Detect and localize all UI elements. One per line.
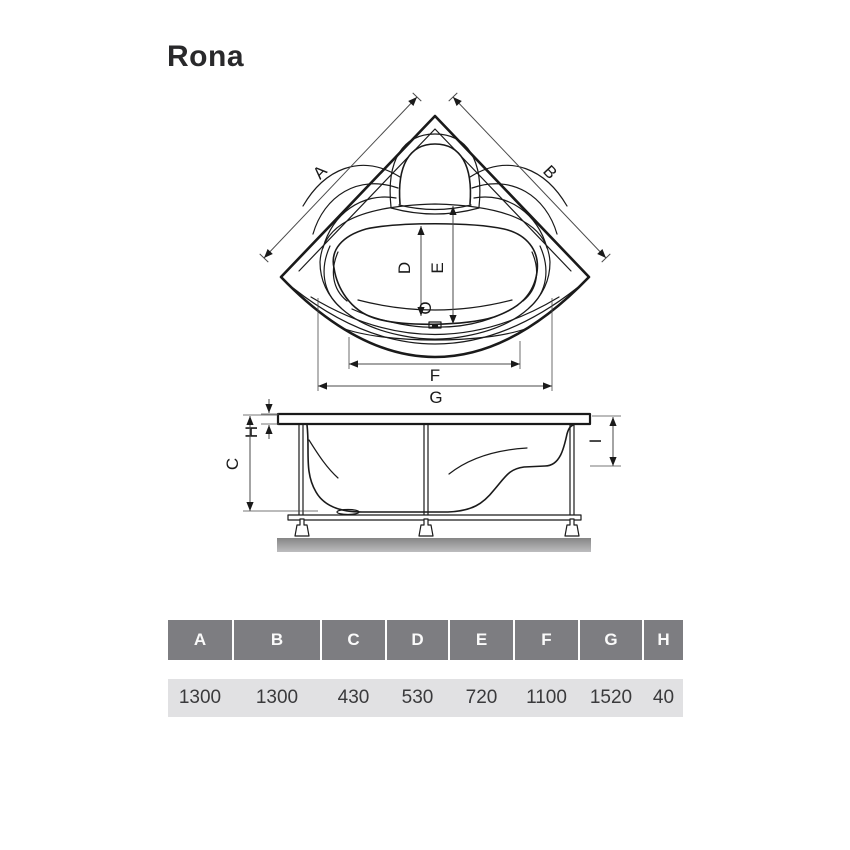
foot — [294, 518, 310, 537]
bathtub-side-view — [276, 412, 592, 552]
dim-label-d: D — [395, 262, 414, 274]
table-value-cell: 1100 — [526, 687, 567, 708]
dim-label-b: B — [539, 162, 561, 183]
tub-outline — [279, 114, 591, 359]
table-header-cell: G — [580, 620, 642, 660]
dim-label-i: I — [586, 439, 605, 444]
dim-B: B — [448, 92, 611, 263]
dim-label-e: E — [428, 262, 447, 273]
dim-E: E — [428, 206, 457, 324]
table-header-cell: H — [644, 620, 683, 660]
foot — [564, 518, 580, 537]
dim-label-f: F — [430, 366, 440, 385]
table-value-cell: 430 — [337, 687, 370, 708]
dim-A: A — [259, 92, 422, 263]
headrest — [389, 133, 481, 215]
dim-C: C — [223, 414, 318, 512]
foot — [418, 518, 434, 537]
table-value-cell: 40 — [652, 687, 675, 708]
dim-D: D — [395, 226, 425, 316]
table-header-cell: C — [322, 620, 385, 660]
dim-H: H — [242, 399, 279, 439]
drain-icon — [432, 324, 438, 328]
dim-I: I — [586, 415, 621, 467]
table-value-row: 1300 1300 430 530 720 1100 1520 40 — [168, 679, 683, 717]
dim-label-o: O — [416, 301, 435, 314]
table-value-cell: 1300 — [255, 687, 299, 708]
wall-contours — [302, 164, 568, 309]
table-value-cell: 720 — [465, 687, 498, 708]
table-header-cell: F — [515, 620, 578, 660]
table-header-row: A B C D E F G H — [168, 620, 683, 660]
bathtub-top-view — [279, 114, 591, 359]
dim-G: G — [317, 298, 553, 407]
rim — [276, 412, 592, 426]
support-frame — [287, 423, 582, 537]
table-header-cell: E — [450, 620, 513, 660]
table-header-cell: D — [387, 620, 448, 660]
dim-F: F — [348, 337, 521, 385]
table-value-cell: 1520 — [589, 687, 633, 708]
dim-label-a: A — [309, 161, 331, 183]
table-value-cell: 1300 — [178, 687, 222, 708]
dimensions-table: A B C D E F G H 1300 1300 430 530 720 11… — [168, 620, 683, 717]
table-value-cell: 530 — [401, 687, 434, 708]
basin-bottom — [341, 299, 529, 341]
drain-icon — [336, 508, 360, 516]
dim-label-h: H — [242, 426, 261, 438]
table-header-cell: B — [234, 620, 320, 660]
tub-profile — [306, 424, 574, 516]
top-view-dimensions: A B D E O F — [259, 92, 611, 407]
ground — [277, 538, 591, 552]
side-view-dimensions: H C I — [223, 399, 621, 512]
dim-label-c: C — [223, 458, 242, 470]
table-header-cell: A — [168, 620, 232, 660]
product-name: Rona — [167, 40, 244, 73]
dim-label-g: G — [429, 388, 442, 407]
bottom-rail — [287, 514, 582, 521]
